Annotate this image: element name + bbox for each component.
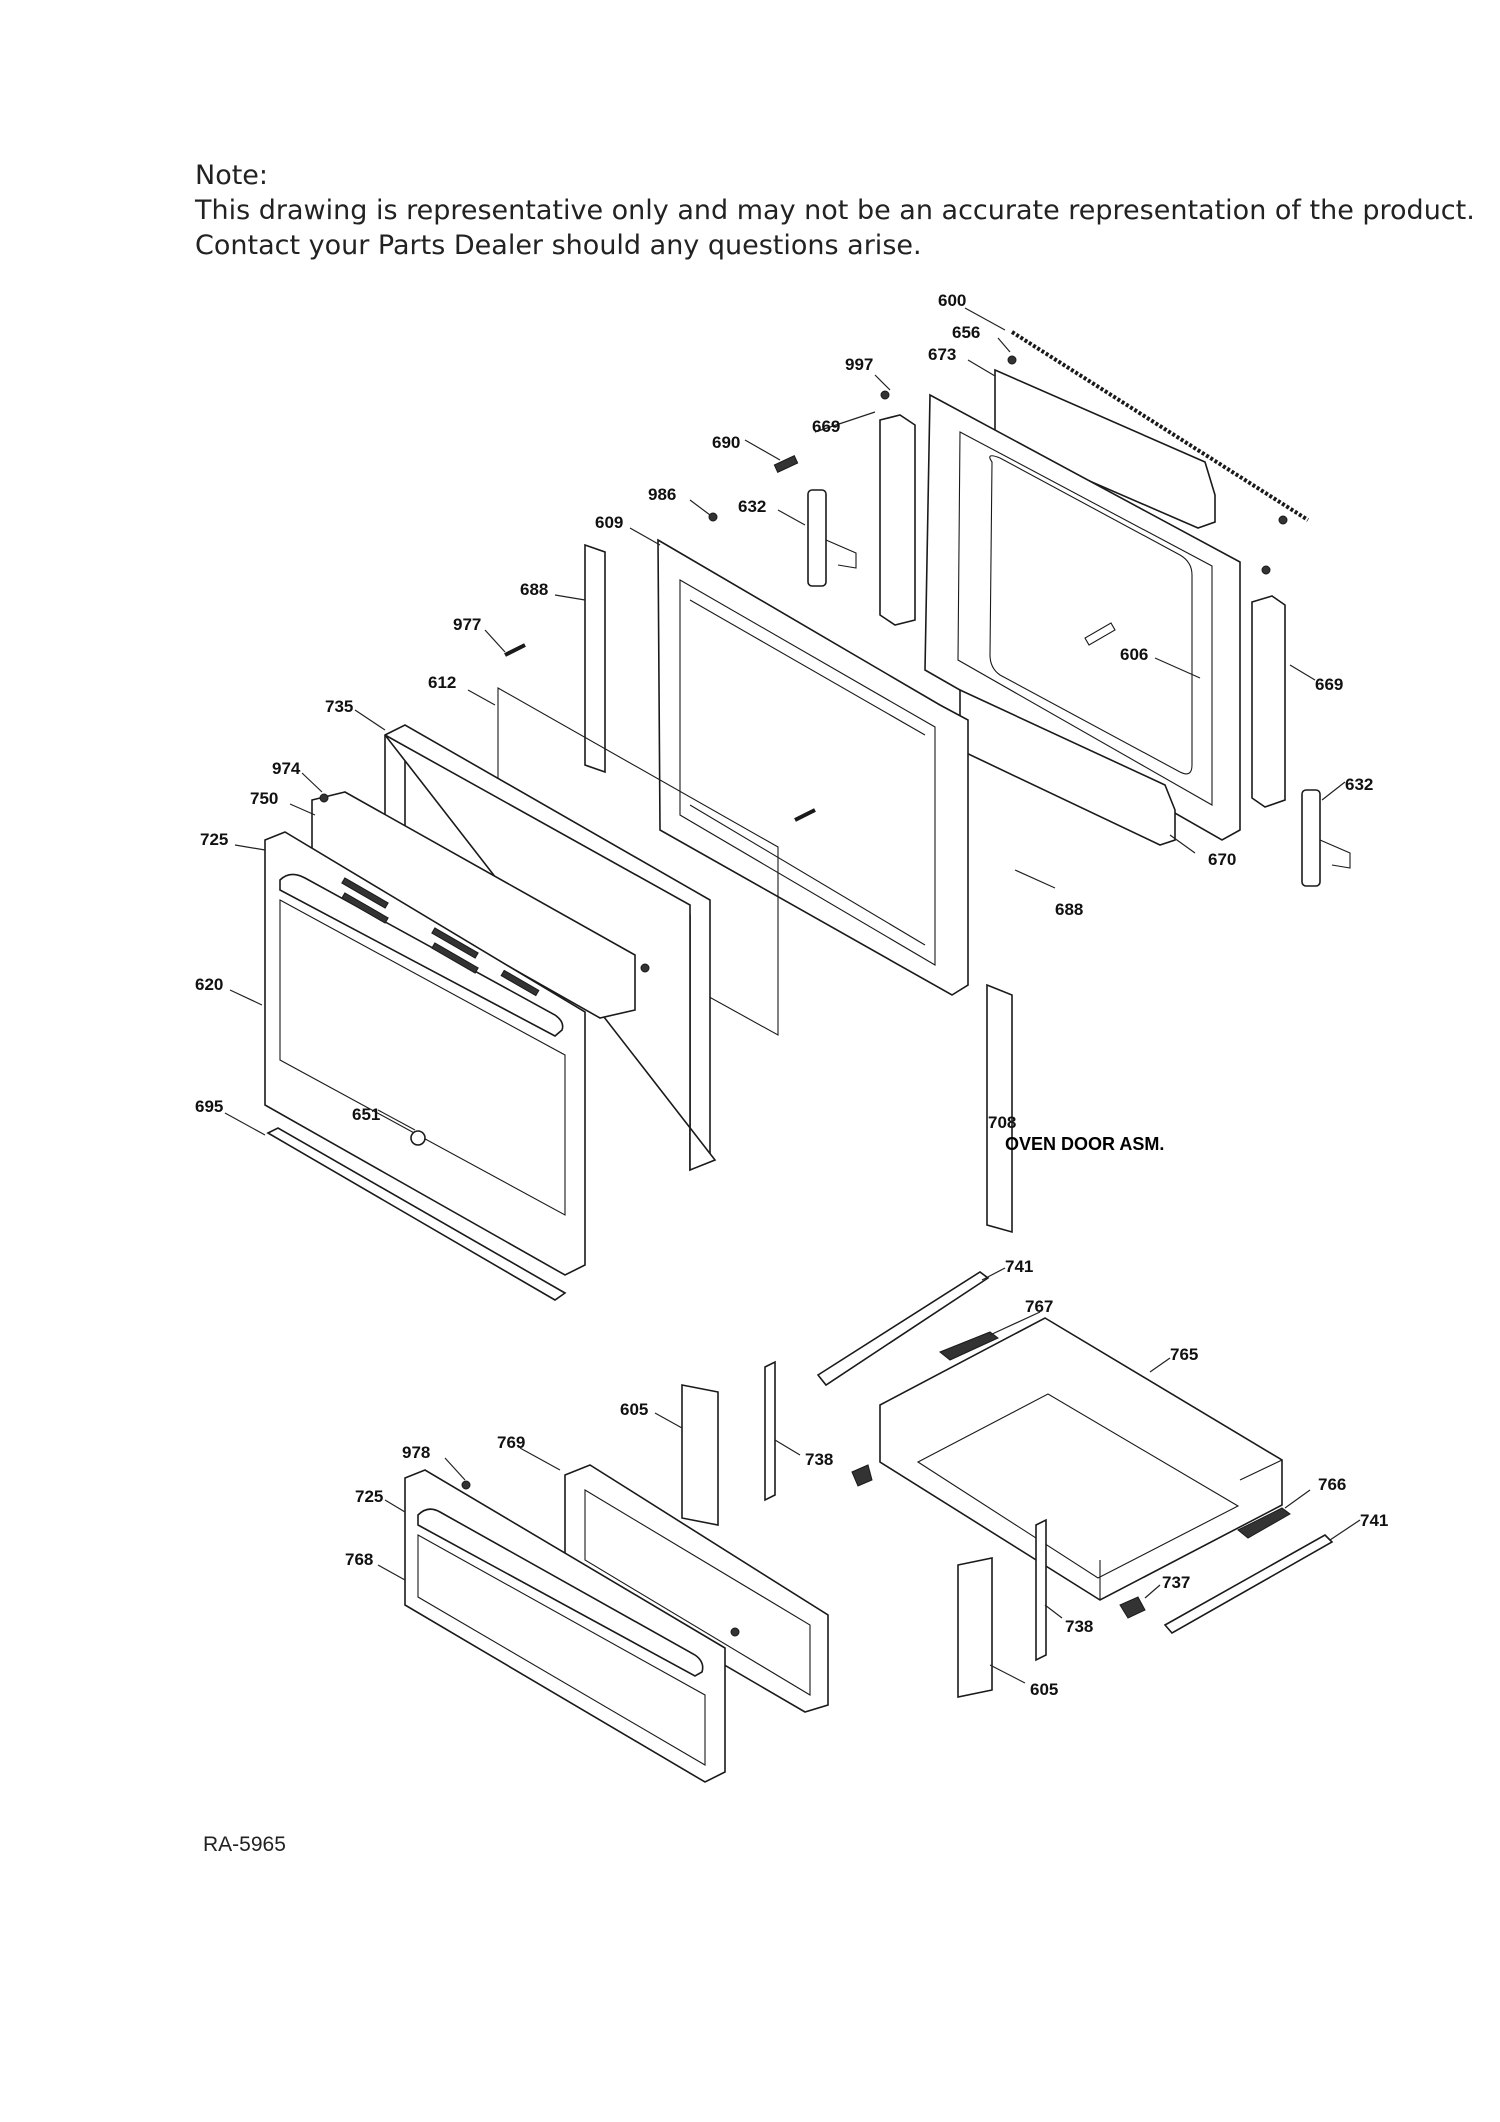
- part-door-handle: [279, 873, 564, 1037]
- label-606: 606: [1120, 645, 1148, 664]
- part-door-liner: [657, 538, 969, 996]
- part-hinge-left: [807, 489, 857, 587]
- part-drawer-slide-right: [1035, 1518, 1047, 1662]
- label-768: 768: [345, 1550, 373, 1569]
- label-600: 600: [938, 291, 966, 310]
- label-725-door: 725: [200, 830, 228, 849]
- label-738-right: 738: [1065, 1617, 1093, 1636]
- part-side-bracket-right: [986, 983, 1013, 1234]
- label-609: 609: [595, 513, 623, 532]
- leader-lines: [224, 307, 1361, 1684]
- note-line-2: Contact your Parts Dealer should any que…: [195, 230, 922, 261]
- label-656: 656: [952, 323, 980, 342]
- part-bottom-trim: [266, 1127, 567, 1301]
- label-688-left: 688: [520, 580, 548, 599]
- part-outer-door: [264, 831, 586, 1276]
- label-605-right: 605: [1030, 1680, 1058, 1699]
- part-side-bracket-left: [584, 543, 606, 774]
- label-695: 695: [195, 1097, 223, 1116]
- label-741-lower: 741: [1360, 1511, 1388, 1530]
- label-977: 977: [453, 615, 481, 634]
- note-line-1: This drawing is representative only and …: [195, 195, 1475, 226]
- part-insulation-right: [1251, 595, 1286, 808]
- part-badge: [410, 1130, 426, 1146]
- label-767: 767: [1025, 1297, 1053, 1316]
- label-632-right: 632: [1345, 775, 1373, 794]
- part-drawer-side-right: [957, 1557, 993, 1698]
- part-glide-small: [1119, 1596, 1146, 1619]
- label-669-right: 669: [1315, 675, 1343, 694]
- part-drawer-rail-upper: [816, 1271, 990, 1387]
- label-632-left: 632: [738, 497, 766, 516]
- part-hinge-right: [1301, 789, 1351, 887]
- label-612: 612: [428, 673, 456, 692]
- label-769: 769: [497, 1433, 525, 1452]
- label-669-left: 669: [812, 417, 840, 436]
- part-drawer-side-left: [681, 1384, 719, 1526]
- label-725-drawer: 725: [355, 1487, 383, 1506]
- part-drawer-handle: [417, 1508, 704, 1677]
- label-738-left: 738: [805, 1450, 833, 1469]
- assembly-number: 708: [988, 1113, 1016, 1132]
- note-block: Note: This drawing is representative onl…: [195, 158, 1475, 263]
- label-737: 737: [1162, 1573, 1190, 1592]
- label-997: 997: [845, 355, 873, 374]
- part-glide-right: [1237, 1507, 1291, 1539]
- part-glide-upper: [939, 1331, 999, 1361]
- part-labels: 600 656 673 997 669 690 986 632 609 688 …: [195, 291, 1388, 1699]
- label-688-right: 688: [1055, 900, 1083, 919]
- part-drawer-box: [879, 1317, 1283, 1601]
- part-gasket-strip: [1010, 330, 1310, 522]
- label-670: 670: [1208, 850, 1236, 869]
- label-690: 690: [712, 433, 740, 452]
- part-pin: [773, 455, 799, 473]
- label-986: 986: [648, 485, 676, 504]
- part-drawer-slide-left: [764, 1360, 776, 1502]
- reference-code: RA-5965: [203, 1833, 286, 1856]
- label-620: 620: [195, 975, 223, 994]
- note-heading: Note:: [195, 160, 269, 191]
- label-605-left: 605: [620, 1400, 648, 1419]
- label-750: 750: [250, 789, 278, 808]
- part-insulation-left: [879, 414, 916, 626]
- label-673: 673: [928, 345, 956, 364]
- label-651: 651: [352, 1105, 380, 1124]
- label-741-upper: 741: [1005, 1257, 1033, 1276]
- label-974: 974: [272, 759, 301, 778]
- label-766: 766: [1318, 1475, 1346, 1494]
- part-inner-door: [924, 393, 1241, 841]
- part-drawer-rail-lower: [1163, 1534, 1334, 1635]
- assembly-name: OVEN DOOR ASM.: [1005, 1134, 1164, 1154]
- label-765: 765: [1170, 1345, 1198, 1364]
- label-735: 735: [325, 697, 353, 716]
- label-978: 978: [402, 1443, 430, 1462]
